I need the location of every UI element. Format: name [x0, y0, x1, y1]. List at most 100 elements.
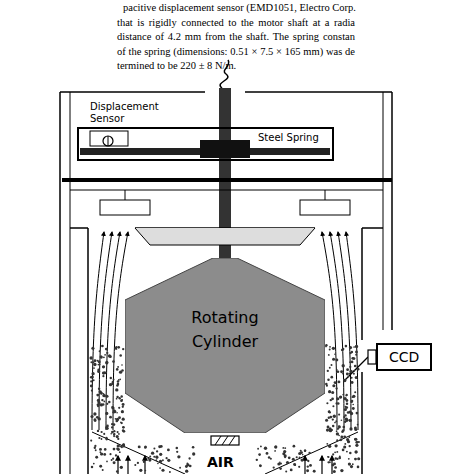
particle-dot: [113, 379, 115, 381]
particle-dot: [333, 470, 336, 473]
particle-dot: [94, 419, 97, 422]
particle-dot: [334, 451, 336, 453]
particle-dot: [326, 428, 329, 431]
particle-dot: [284, 456, 286, 458]
particle-dot: [100, 431, 102, 433]
particle-dot: [90, 385, 93, 388]
particle-dot: [284, 447, 286, 449]
particle-dot: [106, 461, 108, 463]
particle-dot: [100, 392, 103, 395]
particle-dot: [343, 379, 346, 382]
particle-dot: [122, 403, 125, 406]
particle-dot: [345, 395, 347, 397]
particle-dot: [122, 348, 124, 350]
particle-dot: [149, 456, 151, 458]
particle-dot: [300, 458, 303, 461]
particle-dot: [159, 453, 162, 456]
particle-dot: [105, 348, 108, 351]
particle-dot: [325, 383, 328, 386]
particle-dot: [357, 457, 360, 460]
particle-dot: [351, 361, 354, 364]
particle-dot: [97, 360, 99, 362]
particle-dot: [326, 443, 328, 445]
particle-dot: [352, 463, 354, 465]
particle-dot: [112, 360, 115, 363]
particle-dot: [90, 361, 92, 363]
particle-dot: [346, 368, 349, 371]
particle-dot: [104, 354, 106, 356]
particle-dot: [257, 448, 259, 450]
particle-dot: [98, 388, 100, 390]
particle-dot: [329, 411, 331, 413]
particle-dot: [139, 469, 142, 472]
particle-dot: [339, 438, 342, 441]
particle-dot: [327, 461, 329, 463]
particle-dot: [329, 349, 331, 351]
particle-dot: [102, 469, 104, 471]
particle-dot: [105, 427, 108, 430]
particle-dot: [346, 438, 349, 441]
particle-dot: [328, 354, 330, 356]
particle-dot: [345, 406, 347, 408]
particle-dot: [337, 402, 340, 405]
particle-dot: [351, 377, 353, 379]
particle-dot: [349, 370, 352, 373]
particle-dot: [355, 444, 358, 447]
particle-dot: [351, 351, 354, 354]
particle-dot: [151, 452, 154, 455]
particle-dot: [346, 399, 349, 402]
particle-dot: [332, 384, 335, 387]
particle-dot: [334, 382, 336, 384]
air-flow-line: [338, 232, 351, 430]
particle-dot: [285, 470, 287, 472]
particle-dot: [298, 466, 300, 468]
particle-dot: [354, 427, 356, 429]
particle-dot: [105, 412, 108, 415]
particle-dot: [138, 445, 141, 448]
particle-dot: [327, 379, 330, 382]
particle-dot: [100, 355, 102, 357]
particle-dot: [115, 346, 117, 348]
particle-dot: [309, 464, 312, 467]
particle-dot: [292, 458, 295, 461]
particle-dot: [349, 445, 351, 447]
particle-dot: [307, 465, 309, 467]
particle-dot: [351, 400, 354, 403]
particle-dot: [155, 455, 158, 458]
particle-dot: [117, 431, 119, 433]
particle-dot: [341, 349, 344, 352]
particle-dot: [111, 426, 113, 428]
particle-dot: [349, 427, 352, 430]
particle-dot: [342, 426, 345, 429]
particle-dot: [102, 372, 104, 374]
particle-dot: [355, 351, 358, 354]
particle-dot: [328, 411, 330, 413]
particle-dot: [302, 454, 304, 456]
particle-dot: [120, 399, 123, 402]
particle-dot: [116, 470, 118, 472]
particle-dot: [355, 451, 357, 453]
particle-dot: [336, 430, 338, 432]
particle-dot: [119, 354, 122, 357]
particle-dot: [91, 376, 94, 379]
particle-dot: [156, 456, 159, 459]
particle-dot: [111, 423, 113, 425]
particle-dot: [290, 469, 292, 471]
paper-text-line: pacitive displacement sensor (EMD1051, E…: [123, 1, 356, 14]
particle-dot: [119, 397, 121, 399]
particle-dot: [94, 445, 96, 447]
particle-dot: [308, 452, 310, 454]
particle-dot: [340, 370, 343, 373]
particle-dot: [118, 379, 120, 381]
particle-dot: [116, 368, 119, 371]
particle-dot: [343, 445, 346, 448]
particle-dot: [299, 457, 301, 459]
particle-dot: [153, 456, 155, 458]
particle-dot: [353, 357, 356, 360]
particle-dot: [329, 367, 331, 369]
particle-dot: [260, 445, 262, 447]
particle-dot: [157, 463, 159, 465]
particle-dot: [103, 401, 105, 403]
particle-dot: [340, 469, 343, 472]
